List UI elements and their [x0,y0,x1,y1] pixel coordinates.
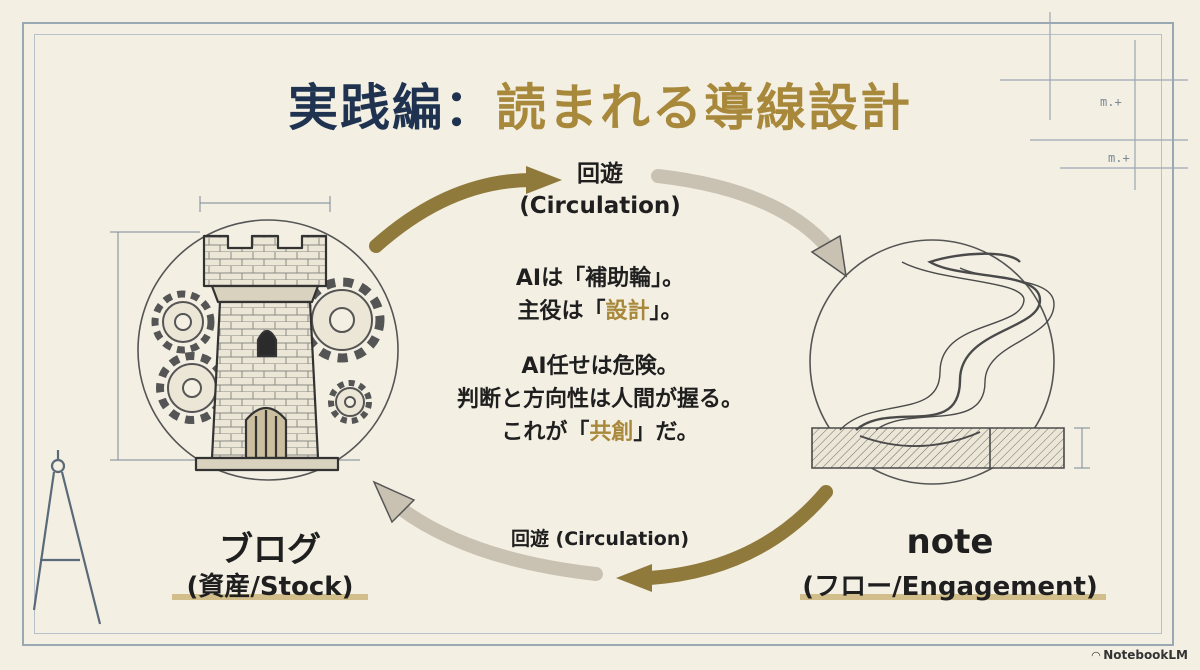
sketch-mark-text: m.+ [1100,95,1122,109]
note-label: note [906,522,994,562]
circulation-top-line2: (Circulation) [519,193,681,219]
circulation-bottom-label: 回遊 (Circulation) [510,528,690,550]
center-line-1: AIは「補助輪」。 [515,266,685,291]
blog-label: ブログ [219,530,321,570]
circulation-top-line1: 回遊 [577,161,623,187]
center-line-2-highlight: 設計 [605,299,650,324]
gear-icon [299,277,385,363]
tower-icon [194,234,340,472]
center-line-5-a: これが「 [501,420,590,445]
gear-icon [328,380,372,424]
brand-label: NotebookLM [1103,648,1188,662]
title-part2: 読まれる導線設計 [496,79,912,137]
tower-circle [137,219,399,481]
gear-icon [151,290,215,354]
circulation-top-label: 回遊 (Circulation) [450,158,750,222]
blog-sublabel: (資産/Stock) [186,572,354,602]
note-sublabel: (フロー/Engagement) [802,572,1098,602]
outer-border [22,22,1174,646]
title-part1: 実践編： [288,79,496,137]
compass-icon [32,450,102,625]
arrow-bottom-left [372,480,603,581]
blog-underline [172,594,368,600]
page-title: 実践編：読まれる導線設計 [0,68,1200,140]
center-line-3: AI任せは危険。 [521,354,679,379]
arrow-bottom-right [616,485,833,592]
river-circle [809,239,1055,485]
sketch-mark-text: m.+ [1108,151,1130,165]
sketch-marks [1000,12,1188,190]
center-line-2: 主役は「設計」。 [390,295,810,328]
center-line-2-b: 」。 [649,299,683,324]
inner-border [34,34,1162,634]
notebooklm-icon: ◠ [1091,649,1101,662]
brand-watermark: ◠NotebookLM [1092,648,1188,662]
center-message: AIは「補助輪」。 主役は「設計」。 AI任せは危険。 判断と方向性は人間が握る… [390,262,810,449]
arrow-top-left [369,166,562,253]
note-underline [800,594,1106,600]
center-line-5: これが「共創」だ。 [390,416,810,449]
center-line-2-a: 主役は「 [517,299,606,324]
river-dimension-lines [1074,427,1090,469]
center-line-5-highlight: 共創 [589,420,634,445]
center-line-4: 判断と方向性は人間が握る。 [456,387,743,412]
arrow-top-right [651,169,848,278]
center-line-5-b: 」だ。 [633,420,699,445]
river-icon [811,252,1065,469]
